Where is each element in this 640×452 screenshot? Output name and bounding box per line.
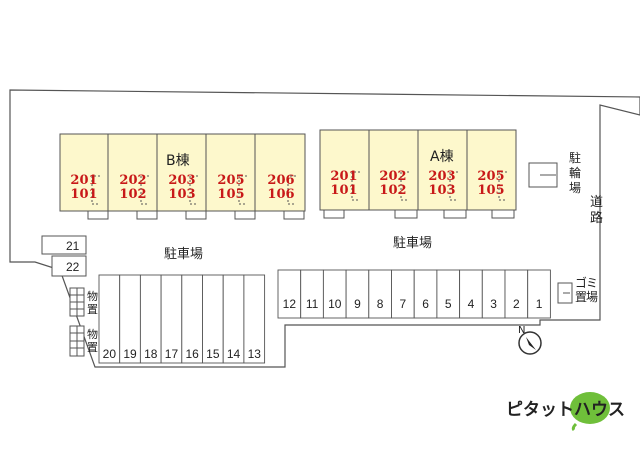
north-compass-icon: N	[518, 325, 542, 355]
parking-number-13: 13	[248, 347, 262, 361]
parking-number-11: 11	[306, 297, 319, 311]
parking-space-1	[527, 269, 551, 319]
brand-leaf-icon	[570, 392, 610, 424]
unit-a-105: 105	[477, 183, 504, 198]
unit-b-201: 201	[70, 173, 97, 188]
parking-space-13	[243, 274, 266, 364]
parking-number-1: 1	[536, 297, 543, 311]
right-parking-row: 12 11 10 9 8 7 6 5 4 3 2 1	[277, 269, 551, 319]
unit-b-103: 103	[168, 187, 195, 202]
unit-a-103: 103	[428, 183, 455, 198]
brand-logo: ピタットハウス	[506, 400, 625, 420]
side-slot-22: 22	[66, 260, 80, 274]
unit-b-206: 206	[267, 173, 294, 188]
parking-number-14: 14	[227, 347, 241, 361]
building-a	[319, 129, 517, 219]
parking-number-18: 18	[144, 347, 158, 361]
unit-a-102: 102	[379, 183, 406, 198]
unit-b-203: 203	[168, 173, 195, 188]
unit-a-203: 203	[428, 169, 455, 184]
bottom-parking-row: 20 19 18 17 16 15 14 13	[98, 274, 266, 364]
road-label: 道路	[590, 195, 603, 226]
bicycle-parking-label: 駐輪場	[569, 150, 581, 195]
storage-sheds	[69, 287, 85, 357]
parking-number-9: 9	[354, 297, 361, 311]
side-slot-21: 21	[66, 239, 80, 253]
slot-21-box	[41, 235, 87, 255]
parking-number-7: 7	[400, 297, 407, 311]
garbage-label: ゴミ置場	[575, 275, 598, 304]
unit-b-102: 102	[119, 187, 146, 202]
compass-north-label: N	[518, 325, 525, 336]
unit-a-205: 205	[477, 169, 504, 184]
parking-label-left: 駐車場	[164, 247, 203, 262]
unit-b-202: 202	[119, 173, 146, 188]
parking-number-10: 10	[328, 297, 342, 311]
building-b	[59, 133, 306, 220]
parking-number-17: 17	[165, 347, 179, 361]
parking-label-right: 駐車場	[393, 236, 432, 251]
slot-22-box	[51, 255, 87, 277]
parking-number-20: 20	[103, 347, 117, 361]
parking-number-4: 4	[468, 297, 475, 311]
parking-number-2: 2	[513, 297, 520, 311]
parking-number-15: 15	[206, 347, 220, 361]
parking-number-16: 16	[185, 347, 199, 361]
unit-a-202: 202	[379, 169, 406, 184]
unit-b-105: 105	[217, 187, 244, 202]
parking-number-5: 5	[445, 297, 452, 311]
storage-label-2: 物置	[87, 327, 98, 354]
parking-number-19: 19	[123, 347, 137, 361]
unit-b-205: 205	[217, 173, 244, 188]
unit-a-101: 101	[330, 183, 357, 198]
parking-number-6: 6	[422, 297, 429, 311]
parking-number-12: 12	[283, 297, 297, 311]
building-b-label: B棟	[166, 153, 190, 169]
unit-a-201: 201	[330, 169, 357, 184]
building-a-label: A棟	[430, 149, 454, 165]
unit-b-101: 101	[70, 187, 97, 202]
unit-b-106: 106	[267, 187, 294, 202]
storage-label-1: 物置	[87, 289, 98, 316]
parking-number-3: 3	[490, 297, 497, 311]
parking-number-8: 8	[377, 297, 384, 311]
